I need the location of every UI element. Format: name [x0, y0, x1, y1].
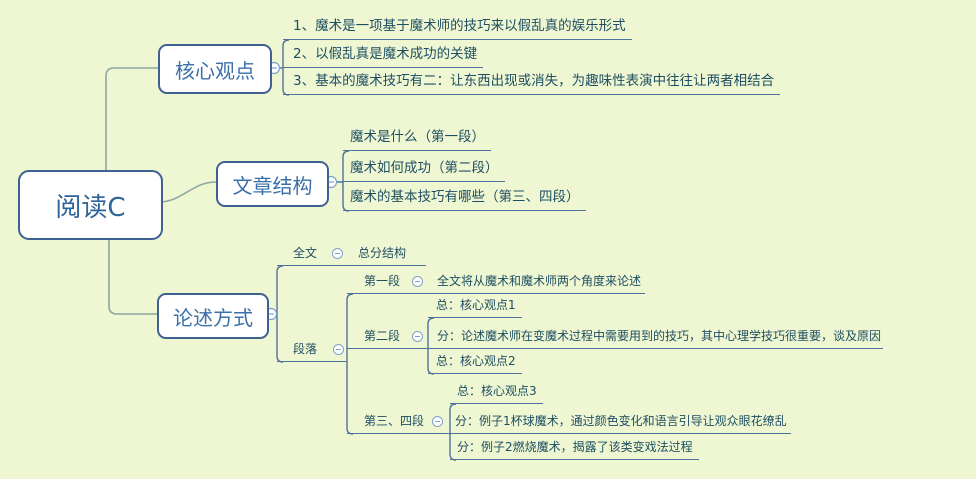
subtopic-para2-zong1[interactable]: 总：核心观点1 [428, 298, 522, 318]
subtopic-para34-zong3[interactable]: 总：核心观点3 [450, 384, 543, 404]
subtopic-core-point-3[interactable]: 3、基本的魔术技巧有二：让东西出现或消失，为趣味性表演中往往让两者相结合 [283, 73, 781, 95]
subtopic-core-point-1[interactable]: 1、魔术是一项基于魔术师的技巧来以假乱真的娱乐形式 [283, 18, 632, 40]
topic-node-argument-method[interactable]: 论述方式 [157, 293, 269, 339]
subtopic-text: 分：例子2燃烧魔术，揭露了该类变戏法过程 [457, 440, 693, 454]
subtopic-paragraph-1[interactable]: 第一段 全文将从魔术和魔术师两个角度来论述 [347, 274, 646, 294]
subtopic-text: 总：核心观点1 [436, 298, 516, 312]
collapse-icon[interactable] [412, 276, 424, 287]
root-label: 阅读C [55, 192, 126, 223]
collapse-icon[interactable] [412, 331, 424, 342]
collapse-icon[interactable] [432, 416, 444, 427]
subtopic-label: 段落 [293, 342, 318, 356]
subtopic-text: 总：核心观点3 [457, 384, 537, 398]
subtopic-label: 第二段 [364, 329, 401, 343]
subtopic-text: 魔术如何成功（第二段） [350, 160, 499, 176]
subtopic-text: 总：核心观点2 [436, 354, 516, 368]
root-node[interactable]: 阅读C [18, 170, 163, 240]
subtopic-label: 全文 [293, 246, 318, 260]
subtopic-label: 第三、四段 [364, 414, 425, 428]
topic-node-core-views[interactable]: 核心观点 [158, 44, 272, 94]
topic-node-article-structure[interactable]: 文章结构 [216, 161, 329, 207]
subtopic-structure-1[interactable]: 魔术是什么（第一段） [343, 129, 491, 151]
subtopic-text: 分：论述魔术师在变魔术过程中需要用到的技巧，其中心理学技巧很重要，谈及原因 [437, 329, 882, 343]
collapse-icon[interactable] [333, 344, 345, 355]
subtopic-structure-2[interactable]: 魔术如何成功（第二段） [343, 160, 505, 182]
subtopic-text: 3、基本的魔术技巧有二：让东西出现或消失，为趣味性表演中往往让两者相结合 [293, 73, 775, 89]
connector-root-to-method [108, 236, 157, 315]
subtopic-text: 全文将从魔术和魔术师两个角度来论述 [437, 274, 642, 288]
subtopic-paragraph-2[interactable]: 第二段 分：论述魔术师在变魔术过程中需要用到的技巧，其中心理学技巧很重要，谈及原… [347, 329, 884, 349]
subtopic-structure-3[interactable]: 魔术的基本技巧有哪些（第三、四段） [343, 189, 586, 211]
subtopic-paragraphs[interactable]: 段落 [277, 342, 347, 362]
topic-label: 文章结构 [232, 173, 313, 198]
root-connectors [105, 67, 217, 315]
bracket-paragraphs [346, 293, 354, 435]
subtopic-text: 2、以假乱真是魔术成功的关键 [293, 46, 478, 62]
subtopic-para2-zong2[interactable]: 总：核心观点2 [428, 354, 522, 374]
subtopic-para34-fen2[interactable]: 分：例子2燃烧魔术，揭露了该类变戏法过程 [450, 440, 699, 460]
subtopic-core-point-2[interactable]: 2、以假乱真是魔术成功的关键 [283, 46, 484, 68]
subtopic-text: 分：例子1杯球魔术，通过颜色变化和语言引导让观众眼花缭乱 [455, 414, 787, 428]
subtopic-whole-text[interactable]: 全文 总分结构 [277, 246, 427, 266]
subtopic-text: 1、魔术是一项基于魔术师的技巧来以假乱真的娱乐形式 [293, 18, 626, 34]
subtopic-text: 魔术是什么（第一段） [350, 129, 485, 145]
subtopic-text: 魔术的基本技巧有哪些（第三、四段） [350, 189, 580, 205]
subtopic-label: 第一段 [364, 274, 401, 288]
topic-label: 论述方式 [173, 305, 253, 330]
connector-root-to-core [105, 67, 158, 170]
collapse-icon[interactable] [332, 248, 344, 259]
topic-label: 核心观点 [175, 58, 255, 83]
connector-root-to-structure [158, 181, 217, 203]
subtopic-paragraph-3-4[interactable]: 第三、四段 分：例子1杯球魔术，通过颜色变化和语言引导让观众眼花缭乱 [347, 414, 791, 434]
subtopic-text: 总分结构 [358, 246, 407, 260]
